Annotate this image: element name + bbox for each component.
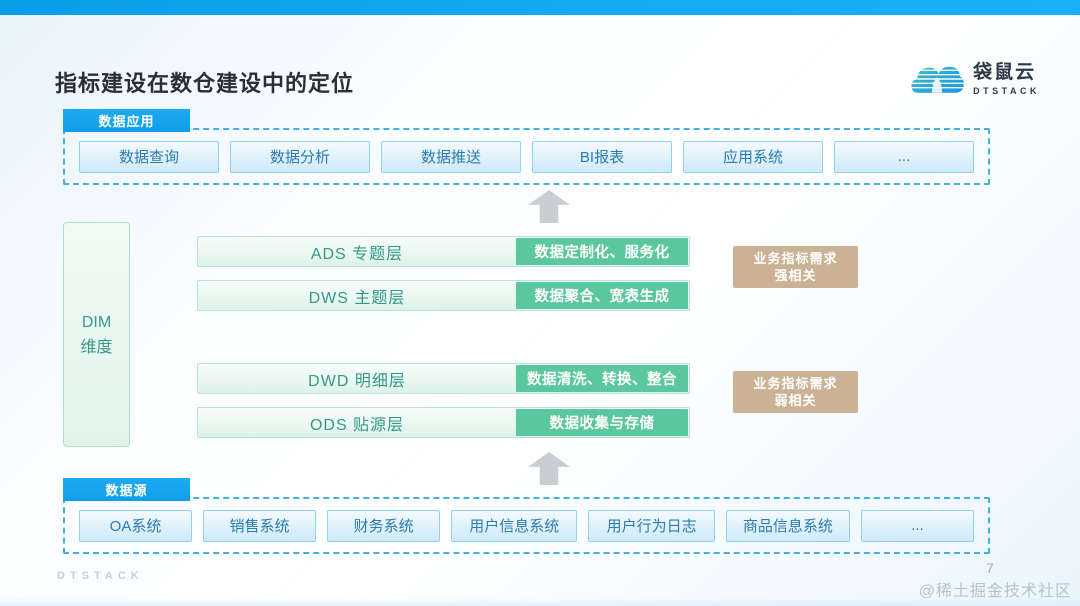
- footer-brand: DTSTACK: [57, 570, 144, 582]
- layer-name: DWD 明细层: [308, 372, 406, 390]
- dim-line1: DIM: [81, 313, 112, 331]
- source-item: 用户行为日志: [588, 509, 715, 542]
- arrow-up-icon: [528, 452, 570, 485]
- brand-logo: 袋鼠云 DTSTACK: [909, 60, 1040, 98]
- brand-name-cn: 袋鼠云: [973, 61, 1037, 83]
- layer-tag: 数据定制化、服务化: [516, 238, 688, 265]
- layer-row-ods: ODS 贴源层 数据收集与存储: [197, 407, 690, 438]
- dim-dimension-box: DIM 维度: [63, 222, 130, 447]
- requirement-line1: 业务指标需求: [753, 251, 838, 266]
- layer-name: ADS 专题层: [310, 245, 404, 263]
- layer-tag: 数据聚合、宽表生成: [516, 282, 688, 309]
- layer-name: DWS 主题层: [308, 289, 406, 307]
- brand-name-en: DTSTACK: [973, 85, 1040, 96]
- top-accent-bar: [0, 0, 1080, 15]
- page-title: 指标建设在数仓建设中的定位: [55, 71, 355, 96]
- app-item: 数据推送: [381, 140, 521, 173]
- source-item: 商品信息系统: [725, 509, 850, 542]
- layer-name: ODS 贴源层: [309, 416, 405, 434]
- source-item: OA系统: [79, 509, 193, 542]
- data-sources-container: OA系统 销售系统 财务系统 用户信息系统 用户行为日志 商品信息系统 ...: [63, 497, 990, 554]
- app-item: 应用系统: [683, 140, 823, 173]
- brand-logo-text: 袋鼠云 DTSTACK: [973, 61, 1040, 96]
- data-apps-label: 数据应用: [63, 109, 190, 132]
- source-item: 用户信息系统: [451, 509, 578, 542]
- layer-tag: 数据清洗、转换、整合: [516, 365, 688, 392]
- data-sources-label: 数据源: [63, 478, 190, 501]
- data-apps-container: 数据查询 数据分析 数据推送 BI报表 应用系统 ...: [63, 128, 990, 185]
- layer-row-dwd: DWD 明细层 数据清洗、转换、整合: [197, 363, 690, 394]
- dim-line2: 维度: [80, 338, 113, 356]
- watermark: @稀土掘金技术社区: [918, 583, 1072, 600]
- layer-row-ads: ADS 专题层 数据定制化、服务化: [197, 236, 690, 267]
- layer-tag: 数据收集与存储: [516, 409, 688, 436]
- app-item: ...: [834, 140, 974, 173]
- arrow-up-icon: [528, 190, 570, 223]
- app-item: 数据查询: [79, 140, 219, 173]
- app-item: BI报表: [532, 140, 672, 173]
- layer-row-dws: DWS 主题层 数据聚合、宽表生成: [197, 280, 690, 311]
- requirement-strong-box: 业务指标需求 强相关: [733, 246, 858, 288]
- source-item: ...: [860, 509, 974, 542]
- page-number: 7: [986, 560, 994, 576]
- source-item: 财务系统: [327, 509, 441, 542]
- source-item: 销售系统: [203, 509, 317, 542]
- requirement-line2: 强相关: [774, 268, 817, 283]
- requirement-line1: 业务指标需求: [753, 376, 838, 391]
- bottom-accent-tint: [0, 598, 1080, 606]
- requirement-weak-box: 业务指标需求 弱相关: [733, 371, 858, 413]
- requirement-line2: 弱相关: [774, 393, 817, 408]
- app-item: 数据分析: [230, 140, 370, 173]
- kangaroo-cloud-icon: [911, 66, 964, 93]
